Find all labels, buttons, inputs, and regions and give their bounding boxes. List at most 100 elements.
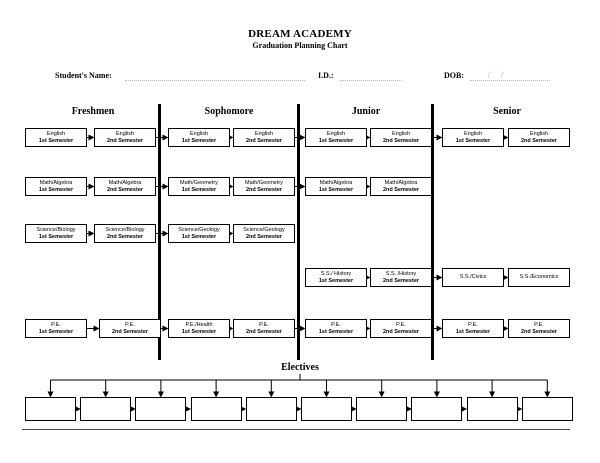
course-semester: 2nd Semester bbox=[382, 277, 420, 284]
column-header-senior: Senior bbox=[493, 106, 521, 117]
course-name: S.S./Economics bbox=[519, 274, 559, 281]
course-name: Science/Geology bbox=[178, 227, 220, 233]
course-pe-sr-1[interactable]: P.E.1st Semester bbox=[442, 319, 504, 338]
course-semester: 2nd Semester bbox=[382, 137, 420, 144]
course-semester: 1st Semester bbox=[455, 137, 491, 144]
course-semester: 2nd Semester bbox=[245, 328, 283, 335]
course-name: P.E. bbox=[331, 322, 341, 328]
course-semester: 1st Semester bbox=[318, 137, 354, 144]
elective-slot[interactable] bbox=[25, 397, 76, 421]
course-name: English bbox=[189, 131, 209, 137]
footer-rule bbox=[22, 429, 570, 430]
course-pe-jr-2[interactable]: P.E.2nd Semester bbox=[370, 319, 432, 338]
course-semester: 1st Semester bbox=[181, 137, 217, 144]
course-pe-jr-1[interactable]: P.E.1st Semester bbox=[305, 319, 367, 338]
elective-slot[interactable] bbox=[245, 397, 297, 421]
course-pe-fr-2[interactable]: P.E.2nd Semester bbox=[99, 319, 161, 338]
course-ss-sr-1[interactable]: S.S./Civics bbox=[442, 268, 504, 287]
course-name: Math/Geometry bbox=[180, 180, 218, 186]
course-pe-sr-2[interactable]: P.E.2nd Semester bbox=[508, 319, 570, 338]
course-name: S.S. /History bbox=[385, 271, 417, 277]
course-name: P.E. bbox=[51, 322, 61, 328]
course-name: English bbox=[463, 131, 483, 137]
column-header-freshmen: Freshmen bbox=[71, 106, 115, 117]
column-divider bbox=[431, 104, 434, 360]
course-semester: 1st Semester bbox=[455, 328, 491, 335]
course-name: Math/Algebra bbox=[39, 180, 73, 186]
course-semester: 1st Semester bbox=[318, 186, 354, 193]
course-name: S.S./Civics bbox=[459, 274, 487, 281]
course-semester: 1st Semester bbox=[318, 328, 354, 335]
course-semester: 2nd Semester bbox=[106, 137, 144, 144]
course-name: S.S./ History bbox=[320, 271, 352, 277]
electives-title: Electives bbox=[281, 362, 319, 373]
course-semester: 1st Semester bbox=[318, 277, 354, 284]
elective-slot[interactable] bbox=[301, 397, 352, 421]
course-name: English bbox=[529, 131, 549, 137]
course-pe-so-2[interactable]: P.E.2nd Semester bbox=[233, 319, 295, 338]
course-ss-sr-2[interactable]: S.S./Economics bbox=[508, 268, 570, 287]
course-name: English bbox=[115, 131, 135, 137]
page-subtitle: Graduation Planning Chart bbox=[252, 41, 348, 50]
column-divider bbox=[297, 104, 300, 360]
course-semester: 1st Semester bbox=[181, 186, 217, 193]
student-name-label: Student's Name: bbox=[55, 71, 112, 80]
course-semester: 2nd Semester bbox=[245, 137, 283, 144]
course-semester: 1st Semester bbox=[181, 233, 217, 240]
course-semester: 2nd Semester bbox=[106, 233, 144, 240]
elective-slot[interactable] bbox=[521, 397, 573, 421]
course-semester: 2nd Semester bbox=[382, 328, 420, 335]
elective-slot[interactable] bbox=[190, 397, 242, 421]
course-name: Science/Biology bbox=[105, 227, 145, 233]
course-name: P.E. bbox=[468, 322, 478, 328]
course-semester: 1st Semester bbox=[181, 328, 217, 335]
course-pe-fr-1[interactable]: P.E.1st Semester bbox=[25, 319, 87, 338]
course-name: English bbox=[326, 131, 346, 137]
course-name: P.E./Health bbox=[185, 322, 213, 328]
student-name-field[interactable] bbox=[125, 80, 305, 81]
course-name: Science/Biology bbox=[36, 227, 76, 233]
course-name: Science/Geology bbox=[243, 227, 285, 233]
course-name: Math/Algebra bbox=[108, 180, 142, 186]
dob-separators: / / bbox=[488, 70, 504, 79]
elective-slot[interactable] bbox=[80, 397, 132, 421]
elective-slot[interactable] bbox=[411, 397, 463, 421]
column-header-junior: Junior bbox=[351, 106, 381, 117]
course-semester: 1st Semester bbox=[38, 137, 74, 144]
course-name: Math/Algebra bbox=[319, 180, 353, 186]
course-semester: 2nd Semester bbox=[520, 137, 558, 144]
column-header-sophomore: Sophomore bbox=[204, 106, 254, 117]
elective-slot[interactable] bbox=[356, 397, 408, 421]
course-name: P.E. bbox=[396, 322, 406, 328]
course-semester: 2nd Semester bbox=[245, 233, 283, 240]
course-semester: 2nd Semester bbox=[245, 186, 283, 193]
id-field[interactable] bbox=[340, 80, 402, 81]
course-semester: 2nd Semester bbox=[382, 186, 420, 193]
elective-slot[interactable] bbox=[135, 397, 187, 421]
elective-slot[interactable] bbox=[466, 397, 518, 421]
course-name: P.E. bbox=[259, 322, 269, 328]
dob-field[interactable] bbox=[470, 80, 550, 81]
